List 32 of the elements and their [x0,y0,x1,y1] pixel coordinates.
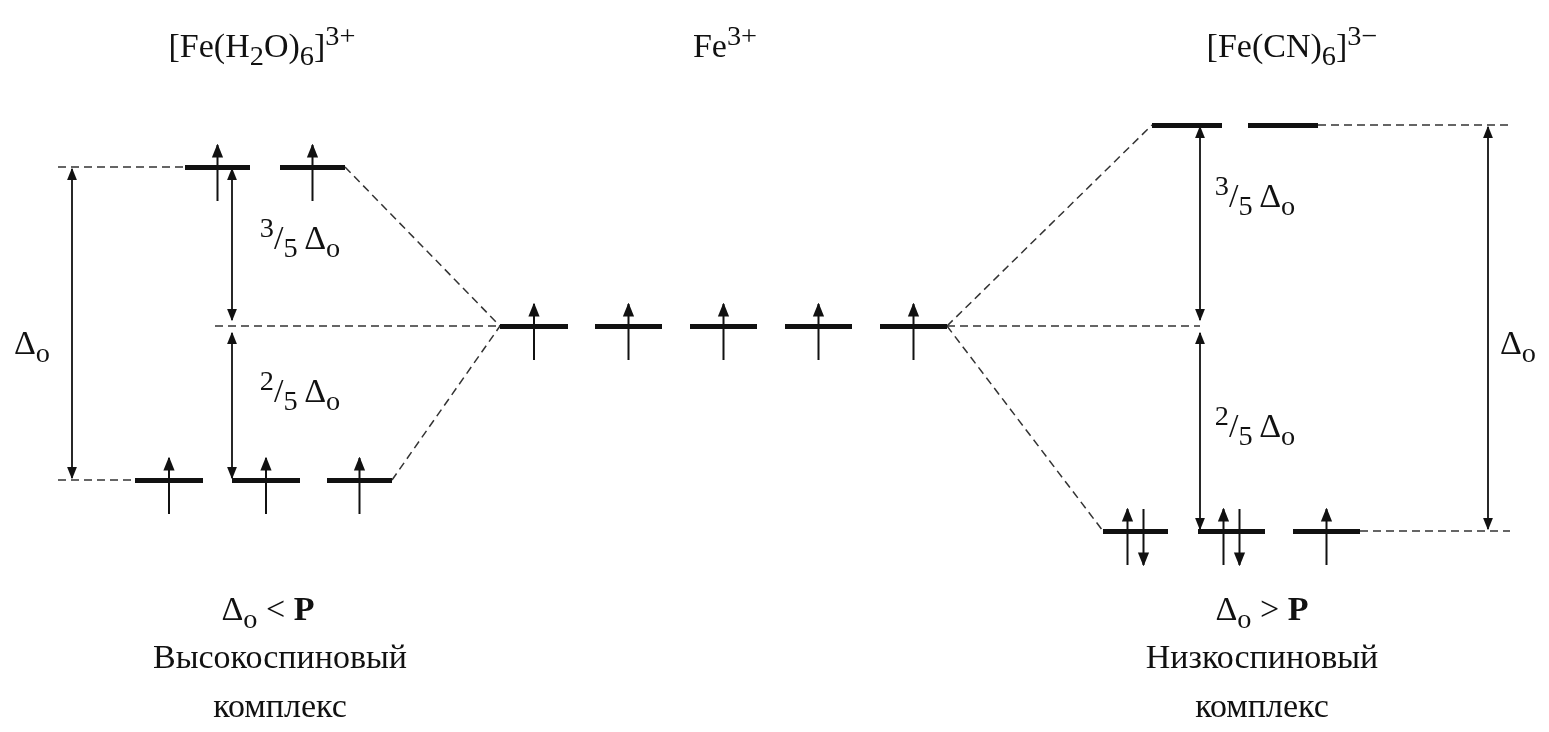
energy-level-bar [280,165,345,170]
condition-label: Δ$_{o}$ < P [221,590,315,634]
complex-formula: [Fe(CN)$_{6}$]$^{3−}$ [1206,20,1378,72]
dimension-label: Δ$_{o}$ [1500,324,1536,368]
energy-level-bar [785,324,852,329]
energy-level-bar [1198,529,1265,534]
fraction-label: $^{2}$/$_{5}$ Δ$_{o}$ [1214,400,1296,452]
ion-formula: Fe$^{3+}$ [692,20,758,65]
fraction-label: $^{3}$/$_{5}$ Δ$_{o}$ [259,212,341,264]
energy-level-bar [1152,123,1222,128]
correlation-line [946,325,1104,532]
caption-text: Высокоспиновый комплекс [152,637,408,727]
energy-level-bar [232,478,300,483]
caption-text: Низкоспиновый комплекс [1144,637,1380,727]
energy-level-bar [135,478,203,483]
energy-level-bar [595,324,662,329]
fraction-label: $^{2}$/$_{5}$ Δ$_{o}$ [259,365,341,417]
correlation-line [344,166,501,327]
dimension-label: Δ$_{o}$ [14,324,50,368]
complex-formula: [Fe(H$_{2}$O)$_{6}$]$^{3+}$ [168,20,356,72]
energy-level-bar [185,165,250,170]
energy-level-bar [1248,123,1318,128]
energy-level-bar [880,324,947,329]
energy-level-bar [1293,529,1360,534]
energy-level-bar [1103,529,1168,534]
correlation-line [946,124,1153,327]
fraction-label: $^{3}$/$_{5}$ Δ$_{o}$ [1214,170,1296,222]
energy-level-bar [690,324,757,329]
energy-level-bar [500,324,568,329]
correlation-line [391,325,501,481]
energy-level-bar [327,478,392,483]
condition-label: Δ$_{o}$ > P [1215,590,1309,634]
